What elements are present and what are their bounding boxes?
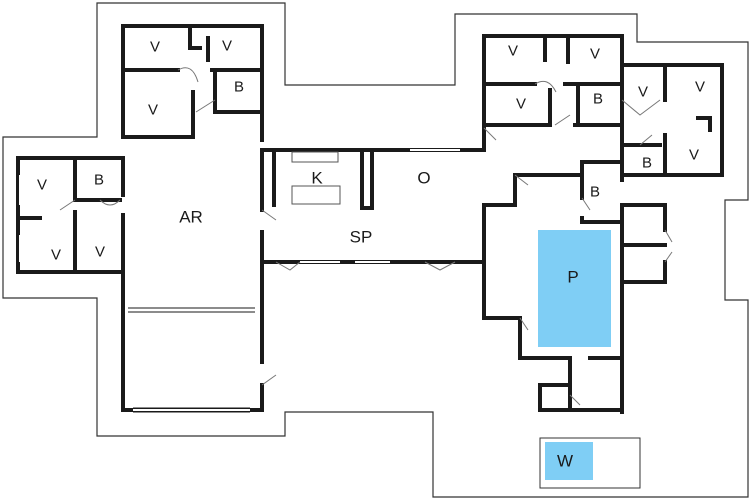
windows <box>19 149 460 411</box>
room-label-b: B <box>234 79 244 96</box>
room-label-v: V <box>508 43 518 60</box>
room-label-ar: AR <box>179 208 203 227</box>
room-label-o: O <box>417 169 430 188</box>
pool <box>538 230 611 347</box>
room-labels: V V V B AR V V V B K O SP V V V B V V V … <box>37 38 705 471</box>
room-label-v: V <box>590 46 600 63</box>
room-label-b: B <box>94 172 104 189</box>
room-label-v: V <box>148 102 158 119</box>
room-label-v: V <box>689 147 699 164</box>
room-label-v: V <box>150 39 160 56</box>
whirlpool <box>545 442 593 480</box>
room-label-v: V <box>516 96 526 113</box>
room-label-v: V <box>37 177 47 194</box>
window-marks <box>128 307 255 413</box>
room-label-b: B <box>593 91 603 108</box>
room-label-w: W <box>557 452 573 471</box>
room-label-p: P <box>567 268 578 287</box>
room-label-k: K <box>311 169 323 188</box>
walls <box>16 24 724 414</box>
room-label-b: B <box>590 184 600 201</box>
door-swings <box>59 67 673 406</box>
room-label-b: B <box>642 155 652 172</box>
room-label-sp: SP <box>350 228 373 247</box>
room-label-v: V <box>222 38 232 55</box>
kitchen-counter-top <box>291 151 339 163</box>
room-label-v: V <box>51 247 61 264</box>
terrace-outline <box>539 437 641 489</box>
kitchen-island <box>291 185 341 205</box>
room-label-v: V <box>95 244 105 261</box>
room-label-v: V <box>638 84 648 101</box>
room-label-v: V <box>695 79 705 96</box>
